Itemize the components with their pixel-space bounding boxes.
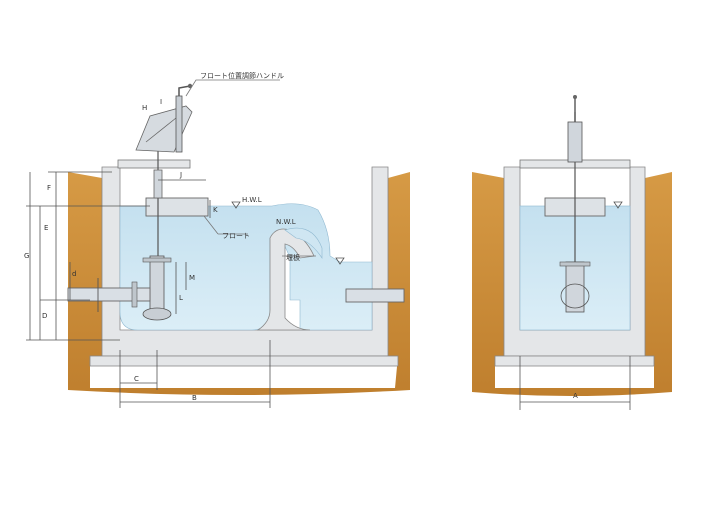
valve-flange-top: [142, 257, 172, 263]
valve-stem: [149, 255, 165, 313]
outlet-pipe: [345, 288, 405, 303]
dim-C: C: [134, 375, 139, 383]
bracket-rail: [145, 117, 177, 143]
dim-D: D: [42, 312, 47, 320]
handle-label: フロート位置調節ハンドル: [200, 71, 284, 80]
dim-F: F: [47, 184, 51, 192]
base-slab: [89, 355, 399, 367]
valve-flange-right: [559, 261, 591, 267]
section-view: [67, 79, 410, 395]
handle-crank: [178, 85, 191, 96]
rod-sleeve: [153, 169, 163, 199]
dim-K: K: [213, 206, 218, 214]
dim-I: I: [160, 98, 162, 106]
dim-G: G: [24, 252, 29, 260]
section-dimensions: [26, 171, 271, 408]
dim-E: E: [44, 224, 48, 232]
dim-H: H: [142, 104, 147, 112]
weir-label: 堰板: [286, 253, 300, 262]
inlet-flange: [131, 281, 138, 308]
mechanism-right: [567, 121, 583, 163]
handle-bracket: [135, 105, 193, 153]
nwl-label: N.W.L: [276, 218, 296, 226]
nwl-marker: [335, 257, 345, 265]
dim-M: M: [189, 274, 195, 282]
float-leader: [203, 215, 219, 235]
dim-B: B: [192, 394, 197, 402]
dim-L: L: [179, 294, 183, 302]
soil-right: [472, 172, 672, 396]
handle-shaft: [175, 95, 183, 153]
handle-knob-right: [573, 95, 577, 99]
dim-J: J: [179, 171, 182, 179]
end-view: [472, 95, 672, 410]
float: [145, 197, 209, 217]
hwl-label: H.W.L: [242, 196, 262, 204]
handle-leader: [185, 79, 280, 97]
hwl-marker: [231, 201, 241, 209]
base-slab-right: [494, 355, 655, 367]
valve-bulge-right: [560, 283, 590, 309]
dim-A: A: [573, 392, 578, 400]
cover-plate: [117, 159, 191, 169]
hwl-marker-right: [613, 201, 623, 209]
weir-overflow: [284, 227, 323, 259]
valve-disc: [142, 307, 172, 321]
float-label: フロート: [222, 232, 250, 240]
dim-d: d: [72, 270, 76, 278]
valve-body-right: [565, 261, 585, 313]
inlet-pipe: [67, 287, 151, 302]
